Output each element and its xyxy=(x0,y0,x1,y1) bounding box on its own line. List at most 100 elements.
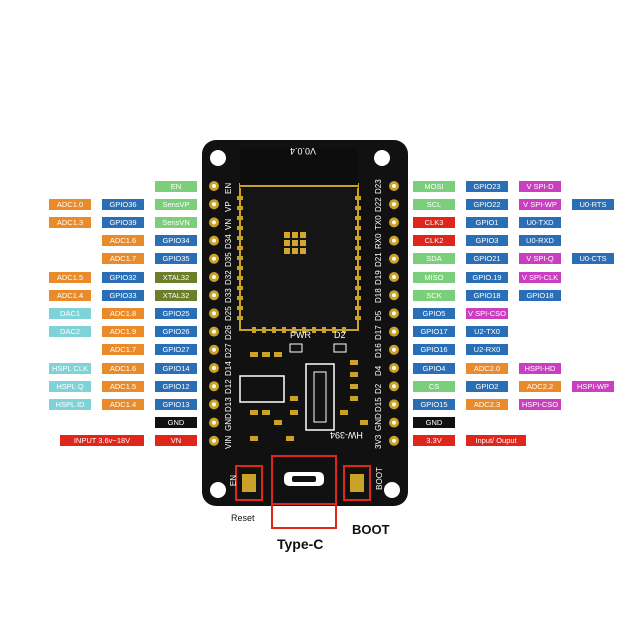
module-pad xyxy=(237,316,243,320)
pin-function-label: XTAL32 xyxy=(155,289,197,301)
header-pin-hole xyxy=(212,402,216,407)
pin-name: D32 xyxy=(224,270,233,285)
pin-function-label: GPIO.19 xyxy=(466,271,508,283)
pin-name: D35 xyxy=(224,252,233,267)
pin-function-label: V SPI-Q xyxy=(519,253,561,265)
header-pin-hole xyxy=(212,220,216,225)
pin-name: D16 xyxy=(374,343,383,358)
pin-function-label: GPIO27 xyxy=(155,344,197,356)
smd-part xyxy=(350,360,358,365)
smd-part xyxy=(262,352,270,357)
module-pad xyxy=(237,296,243,300)
module-pad xyxy=(355,316,361,320)
smd-part xyxy=(350,372,358,377)
pin-function-label: GPIO17 xyxy=(413,326,455,338)
module-pad xyxy=(342,327,346,333)
pin-name: D13 xyxy=(224,397,233,413)
d2-label: D2 xyxy=(334,330,346,340)
smd-part xyxy=(274,352,282,357)
pin-function-label: GPIO32 xyxy=(102,271,144,283)
mounting-hole-top-left xyxy=(210,150,226,166)
module-pad xyxy=(302,327,306,333)
header-pin-hole xyxy=(212,202,216,207)
pin-function-label: SDA xyxy=(413,253,455,265)
pin-function-label: U0-TXD xyxy=(519,216,561,228)
pin-name: 3V3 xyxy=(374,434,383,449)
pin-function-label: U0-RXD xyxy=(519,235,561,247)
module-pad xyxy=(237,286,243,290)
smd-part xyxy=(360,420,368,425)
boot-caption: BOOT xyxy=(352,522,390,537)
smd-part xyxy=(350,384,358,389)
pin-name: D5 xyxy=(374,311,383,322)
pin-name: D33 xyxy=(224,288,233,304)
pin-function-label: GPIO3 xyxy=(466,235,508,247)
header-pin-hole xyxy=(392,384,396,389)
module-pad xyxy=(237,206,243,210)
smd-part xyxy=(286,436,294,441)
pin-name: VP xyxy=(224,201,233,213)
pin-function-label: GPIO4 xyxy=(413,362,455,374)
pin-function-label: DAC1 xyxy=(49,307,91,319)
pin-function-label: 3.3V xyxy=(413,435,455,447)
pin-function-label: GPIO21 xyxy=(466,253,508,265)
pin-name: VN xyxy=(224,219,233,231)
pin-function-label: GPIO26 xyxy=(155,326,197,338)
pin-name: D27 xyxy=(224,343,233,358)
pin-function-label: ADC1.5 xyxy=(102,380,144,392)
smd-part xyxy=(274,420,282,425)
pin-function-label: HSPI-WP xyxy=(572,380,614,392)
pin-name: D19 xyxy=(374,270,383,285)
pin-name: TX0 xyxy=(374,215,383,231)
pin-name: D14 xyxy=(224,361,233,376)
antenna-area xyxy=(240,148,358,188)
pin-name: D34 xyxy=(224,233,233,249)
pin-function-label: GPIO14 xyxy=(155,362,197,374)
pin-function-label: SCL xyxy=(413,198,455,210)
pin-function-label: U0-CTS xyxy=(572,253,614,265)
pin-function-label: HSPI-CSO xyxy=(519,398,561,410)
pin-function-label: GND xyxy=(155,417,197,429)
pin-function-label: CS xyxy=(413,380,455,392)
smd-components xyxy=(250,352,368,441)
pin-function-label: MOSI xyxy=(413,180,455,192)
smd-part xyxy=(290,410,298,415)
pin-function-label: SCK xyxy=(413,289,455,301)
module-pad xyxy=(332,327,336,333)
module-pad xyxy=(355,216,361,220)
module-pad xyxy=(237,276,243,280)
pin-name: D4 xyxy=(374,365,383,376)
pin-function-label: ADC1.4 xyxy=(49,289,91,301)
header-pin-hole xyxy=(392,402,396,407)
pin-function-label: ADC1.7 xyxy=(102,344,144,356)
header-pins-right xyxy=(389,181,399,446)
module-pad xyxy=(237,246,243,250)
wifi-module xyxy=(239,183,359,331)
header-pin-hole xyxy=(392,347,396,352)
pin-function-label: U2-RX0 xyxy=(466,344,508,356)
led-d2 xyxy=(333,343,347,353)
pin-name: D12 xyxy=(224,379,233,395)
pin-function-label: GPIO34 xyxy=(155,235,197,247)
board-model: HW-394 xyxy=(330,430,363,440)
mounting-hole-bottom-right xyxy=(384,482,400,498)
mounting-hole-bottom-left xyxy=(210,482,226,498)
pin-name: D18 xyxy=(374,288,383,304)
header-pin-hole xyxy=(212,293,216,298)
pin-function-label: GND xyxy=(413,417,455,429)
pin-function-label: HSPL CLK xyxy=(49,362,91,374)
module-pad xyxy=(237,306,243,310)
pin-function-label: GPIO1 xyxy=(466,216,508,228)
module-pad xyxy=(355,226,361,230)
usb-serial-ic xyxy=(305,363,335,431)
pin-function-label: GPIO2 xyxy=(466,380,508,392)
pin-function-label: HSPL ID xyxy=(49,398,91,410)
pin-function-label: CLK3 xyxy=(413,216,455,228)
module-pad xyxy=(237,226,243,230)
pin-name: EN xyxy=(224,182,233,194)
pin-function-label: GPIO16 xyxy=(413,344,455,356)
pin-function-label: U0-RTS xyxy=(572,198,614,210)
header-pin-hole xyxy=(212,311,216,316)
usb-caption: Type-C xyxy=(277,536,324,552)
header-pins-left xyxy=(209,181,219,446)
